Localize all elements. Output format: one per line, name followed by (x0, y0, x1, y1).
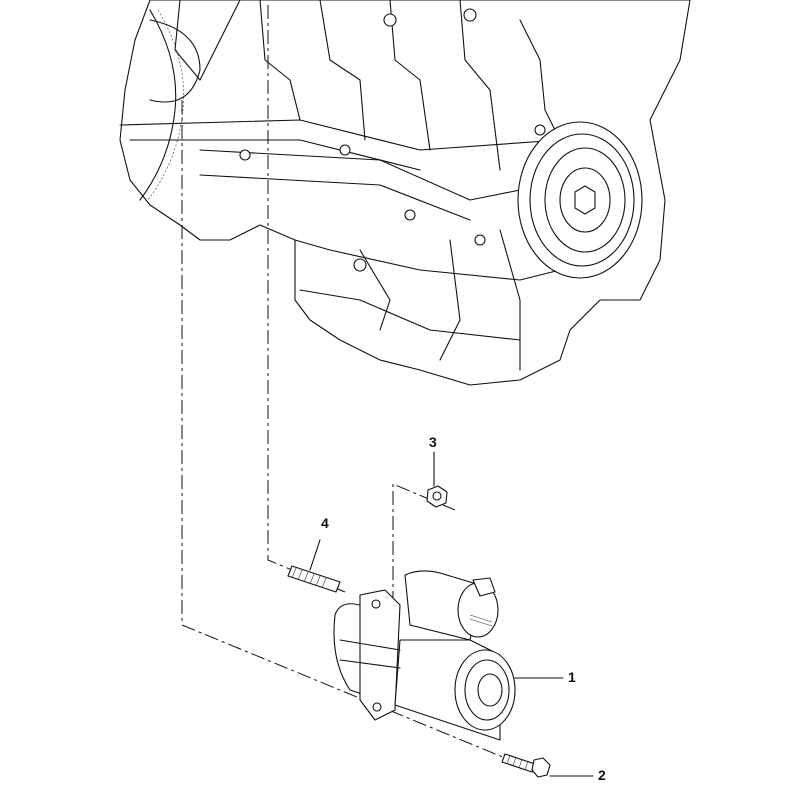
starter-nut (426, 451, 448, 508)
engine-block (119, 0, 691, 386)
starter-stud (287, 539, 341, 593)
starter-motor (333, 570, 564, 741)
leader-line-nut (392, 483, 456, 605)
callout-4: 4 (321, 515, 329, 531)
starter-bolt (501, 753, 594, 778)
leader-line-bolt (181, 100, 511, 761)
crank-pulley (517, 121, 643, 279)
callout-2: 2 (598, 767, 606, 783)
callout-1: 1 (568, 669, 576, 685)
callout-3: 3 (429, 434, 437, 450)
